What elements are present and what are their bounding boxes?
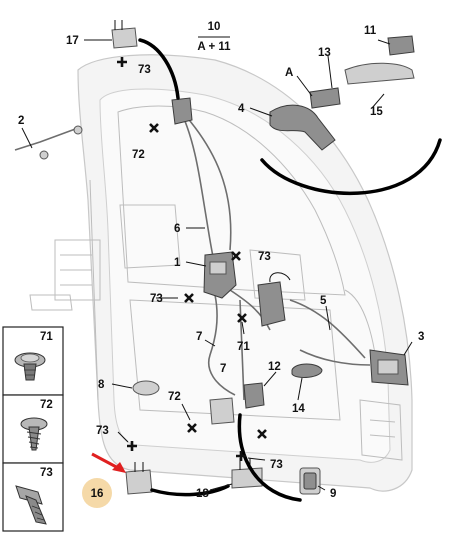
striker-bracket bbox=[125, 462, 153, 495]
central-motor bbox=[257, 272, 291, 327]
legend-label-73: 73 bbox=[40, 467, 53, 479]
callout-5: 5 bbox=[320, 295, 327, 307]
callout-3: 3 bbox=[418, 331, 424, 343]
callout-1: 1 bbox=[174, 257, 181, 269]
cross-marker-icon bbox=[184, 293, 194, 303]
callout-12: 12 bbox=[268, 361, 281, 373]
callout-A: A bbox=[285, 67, 293, 79]
pointer-arrow-icon bbox=[91, 452, 126, 473]
callout-7: 7 bbox=[196, 331, 202, 343]
callout-13: 13 bbox=[318, 47, 331, 59]
legend-label-71: 71 bbox=[40, 331, 53, 343]
callout-17: 17 bbox=[66, 35, 79, 47]
callout-73: 73 bbox=[138, 64, 151, 76]
cross-marker-icon bbox=[187, 423, 197, 433]
lower-latch bbox=[209, 382, 265, 425]
cross-marker-icon bbox=[237, 313, 247, 323]
callout-8: 8 bbox=[98, 379, 105, 391]
callout-73: 73 bbox=[96, 425, 109, 437]
callout-10-sub: A + 11 bbox=[197, 41, 231, 53]
upper-lock bbox=[171, 97, 193, 125]
callout-16: 16 bbox=[91, 488, 104, 500]
callout-72: 72 bbox=[132, 149, 145, 161]
callout-14: 14 bbox=[292, 403, 305, 415]
callout-73: 73 bbox=[150, 293, 163, 305]
cross-marker-icon bbox=[231, 251, 241, 261]
fastener-legend: 71 72 73 bbox=[2, 326, 64, 532]
bolt-icon bbox=[15, 485, 47, 525]
callout-71: 71 bbox=[237, 341, 250, 353]
cross-marker-icon bbox=[257, 429, 267, 439]
plus-marker-icon bbox=[127, 441, 137, 451]
callout-73: 73 bbox=[258, 251, 271, 263]
exterior-handle-assembly bbox=[269, 35, 415, 151]
plastic-screw-icon bbox=[20, 417, 48, 451]
callout-73: 73 bbox=[270, 459, 283, 471]
push-clip-icon bbox=[14, 352, 46, 381]
callout-9: 9 bbox=[330, 488, 336, 500]
legend-label-72: 72 bbox=[40, 399, 53, 411]
cross-marker-icon bbox=[149, 123, 159, 133]
plus-marker-icon bbox=[236, 451, 246, 461]
plus-marker-icon bbox=[117, 57, 127, 67]
callout-10: 10 bbox=[208, 21, 221, 33]
exterior-switch bbox=[299, 467, 321, 495]
legend-box-73 bbox=[2, 462, 64, 532]
callout-15: 15 bbox=[370, 106, 383, 118]
leader-lines bbox=[21, 39, 413, 491]
callout-2: 2 bbox=[18, 115, 24, 127]
upper-bracket bbox=[111, 20, 138, 49]
check-strap-rod bbox=[14, 125, 83, 160]
callout-18: 18 bbox=[196, 488, 209, 500]
callout-7: 7 bbox=[220, 363, 226, 375]
switch-arc bbox=[237, 413, 302, 502]
interior-release-handle bbox=[291, 363, 323, 378]
top-bracket-arc bbox=[138, 38, 180, 100]
callout-6: 6 bbox=[174, 223, 180, 235]
side-lock bbox=[369, 349, 409, 386]
grommet-plug bbox=[132, 380, 160, 396]
callout-16-highlight: 16 bbox=[82, 478, 112, 508]
striker-arc bbox=[150, 484, 230, 497]
callout-4: 4 bbox=[238, 103, 245, 115]
lock-actuator bbox=[203, 251, 237, 299]
callout-11: 11 bbox=[364, 25, 377, 37]
control-rods bbox=[179, 109, 371, 401]
handle-group-arc bbox=[260, 138, 442, 195]
callout-72: 72 bbox=[168, 391, 181, 403]
